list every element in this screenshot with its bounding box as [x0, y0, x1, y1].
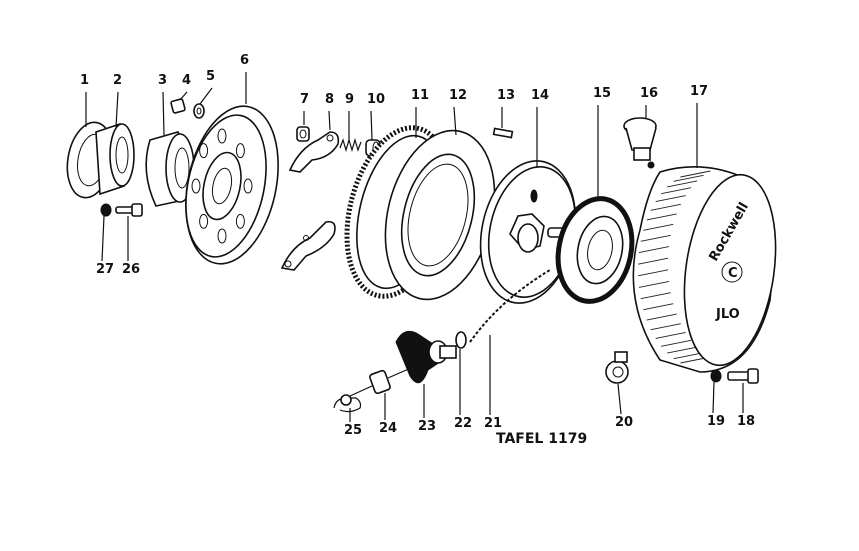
part-13-key: [492, 127, 514, 139]
housing-fin: [638, 280, 670, 288]
callout-19: 19: [707, 414, 725, 429]
callout-20: 20: [615, 415, 633, 430]
leader-27: [101, 215, 105, 262]
part-20-guide: [605, 351, 629, 384]
callout-27: 27: [96, 262, 114, 277]
callout-13: 13: [497, 88, 515, 103]
housing-fin: [667, 180, 698, 188]
part-15-drum: [555, 196, 635, 304]
callout-10: 10: [367, 92, 385, 107]
housing-fin: [638, 257, 669, 265]
leader-8: [328, 110, 331, 131]
cover-slot: [191, 178, 201, 194]
part-9-spring: [339, 137, 362, 153]
cover-slot: [235, 213, 245, 229]
part-27-washer: [100, 203, 112, 217]
callout-11: 11: [411, 88, 429, 103]
housing-fin: [650, 203, 681, 211]
part-18-bolt: [727, 368, 759, 384]
housing-fin: [640, 234, 671, 242]
callout-12: 12: [449, 88, 467, 103]
part-7-nut: [296, 126, 310, 142]
cover-slot: [199, 213, 209, 229]
callout-23: 23: [418, 419, 436, 434]
callout-26: 26: [122, 262, 140, 277]
callout-3: 3: [158, 73, 167, 88]
callout-15: 15: [593, 86, 611, 101]
housing-fin: [643, 223, 674, 231]
part-8-pawl-upper: [288, 131, 340, 173]
housing-fin: [650, 323, 681, 331]
leader-lines: [85, 72, 744, 422]
callout-24: 24: [379, 421, 397, 436]
part-17-housing: Rockwell C JLO: [632, 166, 777, 373]
leader-3: [162, 91, 165, 136]
housing-brand-bottom: JLO: [715, 307, 740, 322]
housing-fin: [680, 170, 711, 178]
cover-slot: [217, 228, 227, 244]
cover-slot: [199, 143, 209, 159]
part-2-hub: [95, 123, 135, 196]
housing-fin: [655, 195, 686, 202]
part-22-washer: [455, 331, 467, 349]
leader-19: [712, 381, 715, 414]
housing-center-mark: C: [728, 266, 738, 281]
callout-7: 7: [300, 92, 309, 107]
callout-5: 5: [206, 69, 215, 84]
callout-6: 6: [240, 53, 249, 68]
housing-fin: [638, 269, 669, 277]
part-16-grommet: [623, 117, 657, 169]
callout-25: 25: [344, 423, 362, 438]
part-23-handle: [395, 330, 457, 384]
diagram-caption: TAFEL 1179: [496, 431, 587, 447]
leader-5: [199, 87, 213, 105]
leader-4: [179, 91, 188, 101]
callout-1: 1: [80, 73, 89, 88]
part-6-cover: [185, 105, 279, 265]
part-8-pawl-lower: [280, 220, 336, 271]
housing-fin: [640, 292, 671, 300]
callout-9: 9: [345, 92, 354, 107]
callout-14: 14: [531, 88, 549, 103]
callout-21: 21: [484, 416, 502, 431]
part-12-plate: [384, 129, 496, 301]
cover-slot: [243, 178, 253, 194]
housing-fin: [638, 246, 670, 254]
cover-slot: [235, 143, 245, 159]
leader-10: [370, 110, 373, 141]
callout-4: 4: [182, 73, 191, 88]
part-4-nut: [170, 98, 186, 114]
part-5-washer: [193, 103, 205, 119]
part-19-washer: [710, 369, 722, 383]
part-21-rope: [469, 269, 551, 343]
callout-17: 17: [690, 84, 708, 99]
part-26-bolt: [115, 203, 143, 217]
callout-18: 18: [737, 414, 755, 429]
cover-slot: [217, 128, 227, 144]
housing-fin: [661, 187, 692, 195]
leader-12: [453, 106, 457, 136]
callout-22: 22: [454, 416, 472, 431]
housing-fin: [661, 339, 692, 347]
callout-8: 8: [325, 92, 334, 107]
housing-fin: [643, 303, 674, 311]
part-25-clip: [333, 385, 373, 413]
leader-20: [617, 383, 622, 415]
callout-2: 2: [113, 73, 122, 88]
housing-fin: [667, 346, 698, 354]
housing-fin: [655, 332, 686, 339]
part-24-sleeve: [369, 363, 421, 395]
leader-2: [115, 91, 119, 128]
housing-fin: [673, 174, 704, 182]
housing-fin: [646, 213, 677, 221]
callout-16: 16: [640, 86, 658, 101]
part-14-pulley: [479, 160, 577, 304]
housing-fin: [646, 313, 677, 321]
